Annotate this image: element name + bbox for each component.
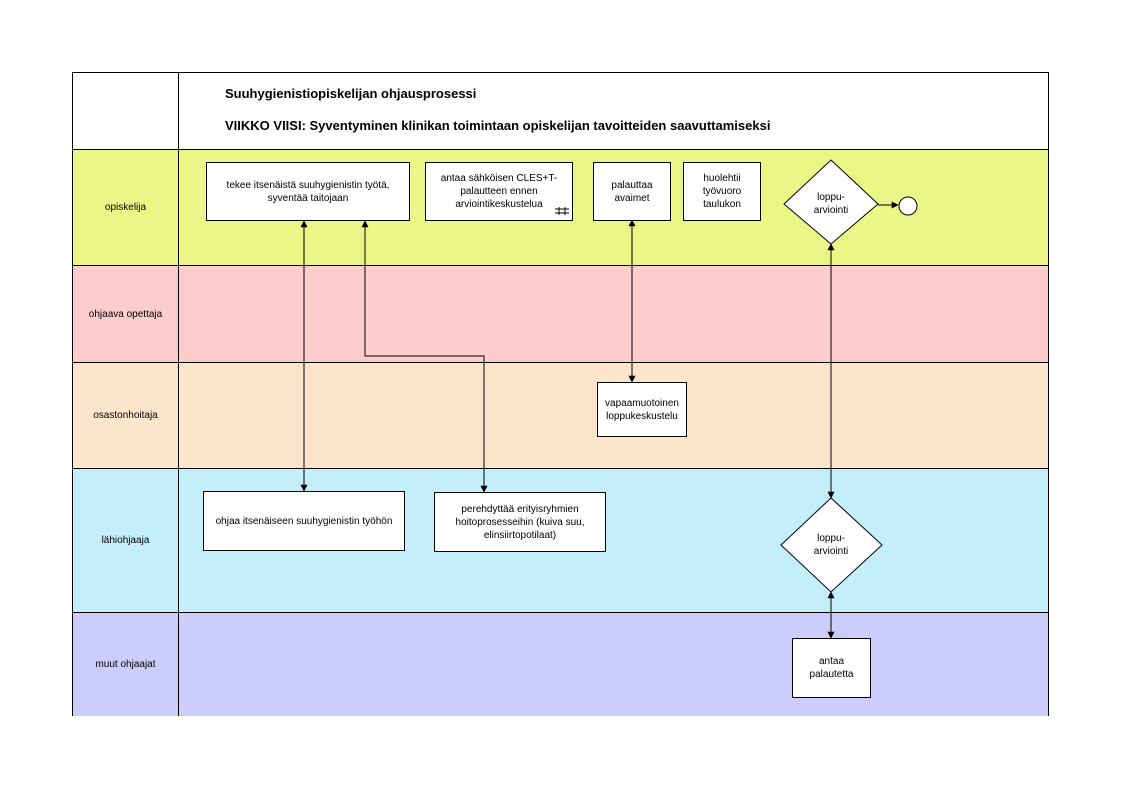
lane-label-ohjaava-opettaja: ohjaava opettaja — [88, 308, 163, 320]
decision-label-lahiohjaaja: loppu- arviointi — [813, 533, 849, 557]
lane-ohjaava-opettaja — [72, 265, 1049, 363]
connector-b1-b7 — [361, 220, 488, 493]
subprocess-icon — [555, 198, 569, 217]
task-antaa-cles-palautteen[interactable]: antaa sähköisen CLES+T- palautteen ennen… — [425, 162, 573, 221]
task-antaa-cles-label: antaa sähköisen CLES+T- palautteen ennen… — [440, 173, 558, 210]
diagram-title: Suuhygienistiopiskelijan ohjausprosessi — [225, 86, 477, 101]
task-perehdyttaa-erityisryhmien[interactable]: perehdyttää erityisryhmien hoitoprosesse… — [434, 492, 606, 552]
diagram-subtitle: VIIKKO VIISI: Syventyminen klinikan toim… — [225, 118, 771, 133]
decision-diamond-opiskelija — [783, 159, 879, 245]
lane-label-muut-ohjaajat: muut ohjaajat — [95, 658, 156, 670]
lane-label-osastonhoitaja: osastonhoitaja — [93, 410, 158, 421]
decision-label-opiskelija: loppu- arviointi — [813, 192, 849, 216]
end-event-icon — [898, 196, 918, 216]
lane-label-lahiohjaaja: lähiohjaaja — [101, 535, 150, 546]
decision-diamond-lahiohjaaja — [780, 497, 883, 593]
lane-osastonhoitaja — [72, 362, 1049, 469]
task-huolehtii-tyovuorotaulukon[interactable]: huolehtii työvuoro taulukon — [683, 162, 761, 221]
task-tekee-itsenaista-tyota[interactable]: tekee itsenäistä suuhygienistin työtä, s… — [206, 162, 410, 221]
task-vapaamuotoinen-loppukeskustelu[interactable]: vapaamuotoinen loppukeskustelu — [597, 382, 687, 437]
task-palauttaa-avaimet[interactable]: palauttaa avaimet — [593, 162, 671, 221]
lane-muut-ohjaajat — [72, 612, 1049, 716]
lane-divider — [178, 72, 179, 716]
task-ohjaa-itsenaiseen-tyohon[interactable]: ohjaa itsenäiseen suuhygienistin työhön — [203, 491, 405, 551]
lane-header — [72, 72, 1049, 150]
lane-label-opiskelija: opiskelija — [104, 202, 147, 213]
task-antaa-palautetta[interactable]: antaa palautetta — [792, 638, 871, 698]
